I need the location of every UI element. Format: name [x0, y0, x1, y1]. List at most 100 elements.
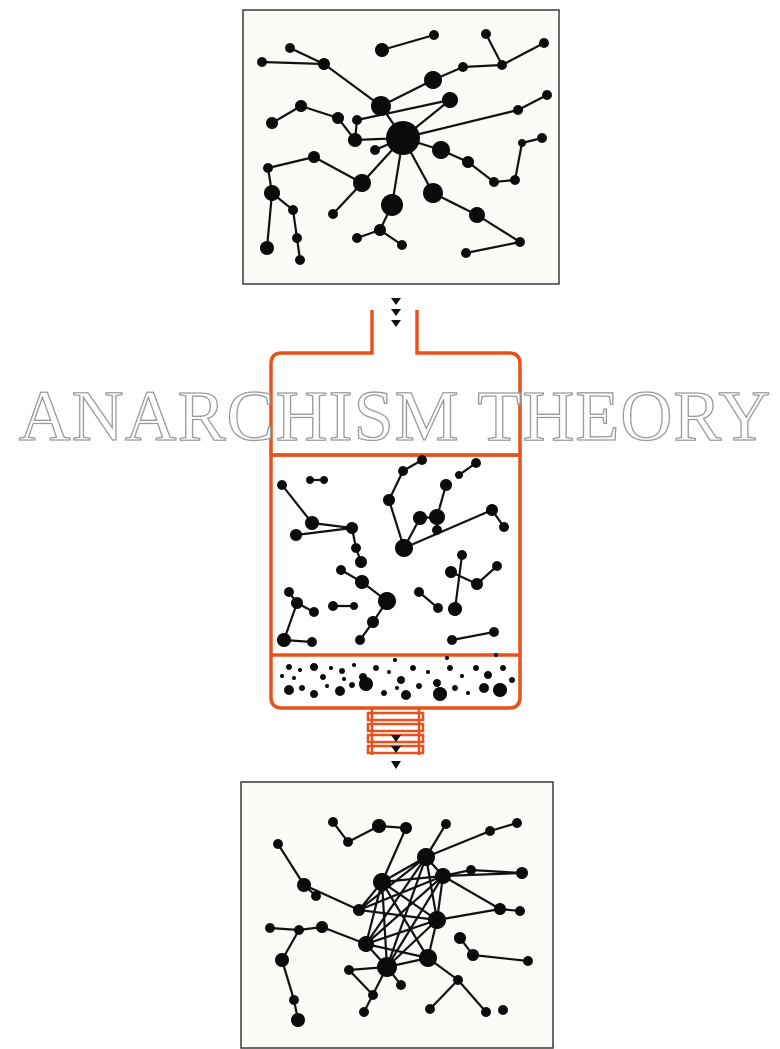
- arrow-down-icon: [391, 309, 401, 316]
- network-node: [275, 953, 289, 967]
- network-node: [352, 115, 362, 125]
- network-link: [357, 908, 439, 922]
- network-node: [499, 522, 509, 532]
- network-link: [453, 553, 464, 611]
- network-node: [292, 233, 302, 243]
- network-node: [453, 975, 463, 985]
- network-node: [396, 980, 406, 990]
- network-node: [377, 957, 397, 977]
- sediment-dot: [325, 684, 329, 688]
- network-node: [359, 1007, 369, 1017]
- distributed-network-panel: [240, 781, 554, 1049]
- sediment-dot: [335, 686, 345, 696]
- network-node: [447, 635, 457, 645]
- outflow-arrows: [391, 735, 401, 769]
- diagram-title: ANARCHISM THEORY: [19, 376, 772, 456]
- sediment-dot: [494, 653, 498, 657]
- network-node: [516, 867, 528, 879]
- network-node: [294, 925, 304, 935]
- network-node: [308, 151, 320, 163]
- network-node: [277, 633, 291, 647]
- network-node: [336, 565, 346, 575]
- network-node: [442, 92, 458, 108]
- sediment-dot: [310, 663, 318, 671]
- sediment-dot: [500, 665, 506, 671]
- network-node: [432, 525, 442, 535]
- network-node: [497, 60, 507, 70]
- network-node: [432, 141, 450, 159]
- network-link: [260, 60, 326, 66]
- network-link: [513, 141, 524, 182]
- network-link: [347, 968, 375, 997]
- network-node: [423, 183, 443, 203]
- network-link: [312, 155, 364, 185]
- network-link: [471, 953, 530, 963]
- sediment-dot: [284, 685, 294, 695]
- network-link: [364, 855, 428, 946]
- network-link: [266, 155, 316, 170]
- sediment-dot: [286, 664, 292, 670]
- network-node: [291, 1013, 305, 1027]
- network-link: [380, 33, 436, 52]
- network-link: [500, 41, 546, 67]
- sediment-dot: [479, 683, 489, 693]
- network-node: [353, 904, 365, 916]
- sediment-dot: [339, 668, 345, 674]
- network-node: [510, 175, 520, 185]
- network-node: [371, 96, 391, 116]
- network-node: [307, 637, 317, 647]
- network-node: [383, 494, 395, 506]
- network-link: [288, 46, 326, 66]
- network-link: [475, 213, 522, 244]
- network-node: [455, 471, 463, 479]
- network-node: [417, 455, 427, 465]
- centralized-network-panel: [242, 9, 560, 285]
- network-link: [380, 880, 430, 960]
- network-node: [485, 826, 495, 836]
- network-node: [367, 616, 379, 628]
- network-node: [429, 30, 439, 40]
- network-node: [378, 592, 396, 610]
- network-node: [429, 509, 445, 525]
- network-node: [320, 476, 328, 484]
- sediment-dot: [426, 670, 430, 674]
- network-node: [419, 949, 437, 967]
- network-node: [372, 819, 386, 833]
- network-link: [364, 942, 430, 960]
- network-node: [351, 543, 361, 553]
- network-node: [425, 1004, 435, 1014]
- network-node: [355, 575, 369, 589]
- network-link: [265, 191, 274, 250]
- network-link: [450, 630, 496, 642]
- network-link: [385, 855, 428, 969]
- network-node: [265, 923, 275, 933]
- network-node: [386, 121, 420, 155]
- sediment-dot: [473, 665, 479, 671]
- network-node: [348, 133, 362, 147]
- network-link: [385, 918, 439, 969]
- network-node: [264, 185, 280, 201]
- network-node: [469, 207, 485, 223]
- network-node: [370, 145, 380, 155]
- arrow-down-icon: [391, 735, 401, 742]
- sediment-dot: [509, 677, 515, 683]
- sediment-dot: [452, 685, 458, 691]
- network-node: [350, 602, 358, 610]
- network-node: [397, 240, 407, 250]
- network-node: [542, 90, 552, 100]
- network-node: [435, 868, 451, 884]
- sediment-dots: [280, 653, 515, 701]
- network-link: [355, 98, 452, 122]
- network-link: [380, 826, 408, 884]
- network-node: [328, 817, 338, 827]
- sediment-dot: [460, 674, 464, 678]
- network-node: [539, 38, 549, 48]
- network-node: [428, 911, 446, 929]
- network-node: [523, 956, 533, 966]
- network-node: [398, 466, 408, 476]
- network-node: [352, 233, 362, 243]
- network-node: [466, 865, 476, 875]
- network-node: [355, 635, 365, 645]
- network-node: [467, 949, 479, 961]
- network-node: [448, 602, 462, 616]
